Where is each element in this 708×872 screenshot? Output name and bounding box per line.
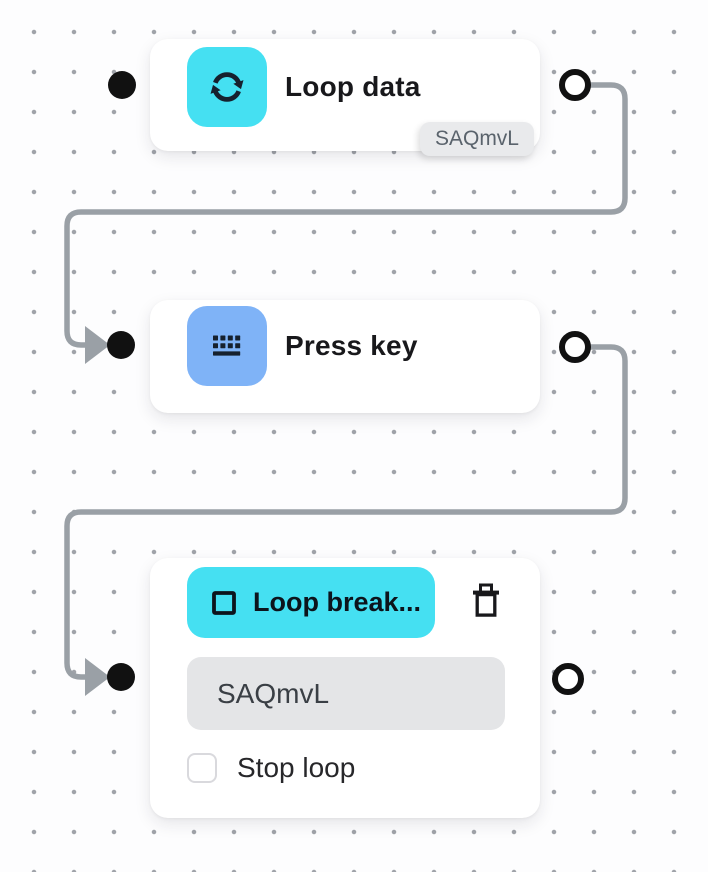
node-title: Loop data	[285, 71, 421, 102]
stop-loop-option: Stop loop	[187, 752, 355, 784]
trash-icon	[469, 582, 503, 622]
node-loop-break[interactable]: Loop break... SAQmvL Stop loop	[150, 558, 540, 818]
keyboard-icon	[187, 306, 267, 386]
stop-square-icon	[210, 589, 238, 617]
node-title: Loop break...	[253, 587, 422, 617]
node-id-badge: SAQmvL	[419, 122, 534, 156]
node-press-key[interactable]: Press key	[150, 300, 540, 413]
checkbox-label: Stop loop	[237, 752, 356, 783]
input-handle-loop-data[interactable]	[108, 71, 136, 99]
input-handle-press-key[interactable]	[107, 331, 135, 359]
loop-id-field[interactable]: SAQmvL	[187, 657, 505, 730]
output-handle-loop-break[interactable]	[552, 663, 584, 695]
output-handle-loop-data[interactable]	[559, 69, 591, 101]
sync-icon	[187, 47, 267, 127]
node-title: Press key	[285, 330, 418, 361]
stop-loop-checkbox[interactable]	[187, 753, 217, 783]
node-loop-data[interactable]: Loop data SAQmvL	[150, 39, 540, 156]
node-header[interactable]: Loop break...	[187, 567, 435, 638]
input-handle-loop-break[interactable]	[107, 663, 135, 691]
output-handle-press-key[interactable]	[559, 331, 591, 363]
delete-node-button[interactable]	[462, 578, 510, 626]
